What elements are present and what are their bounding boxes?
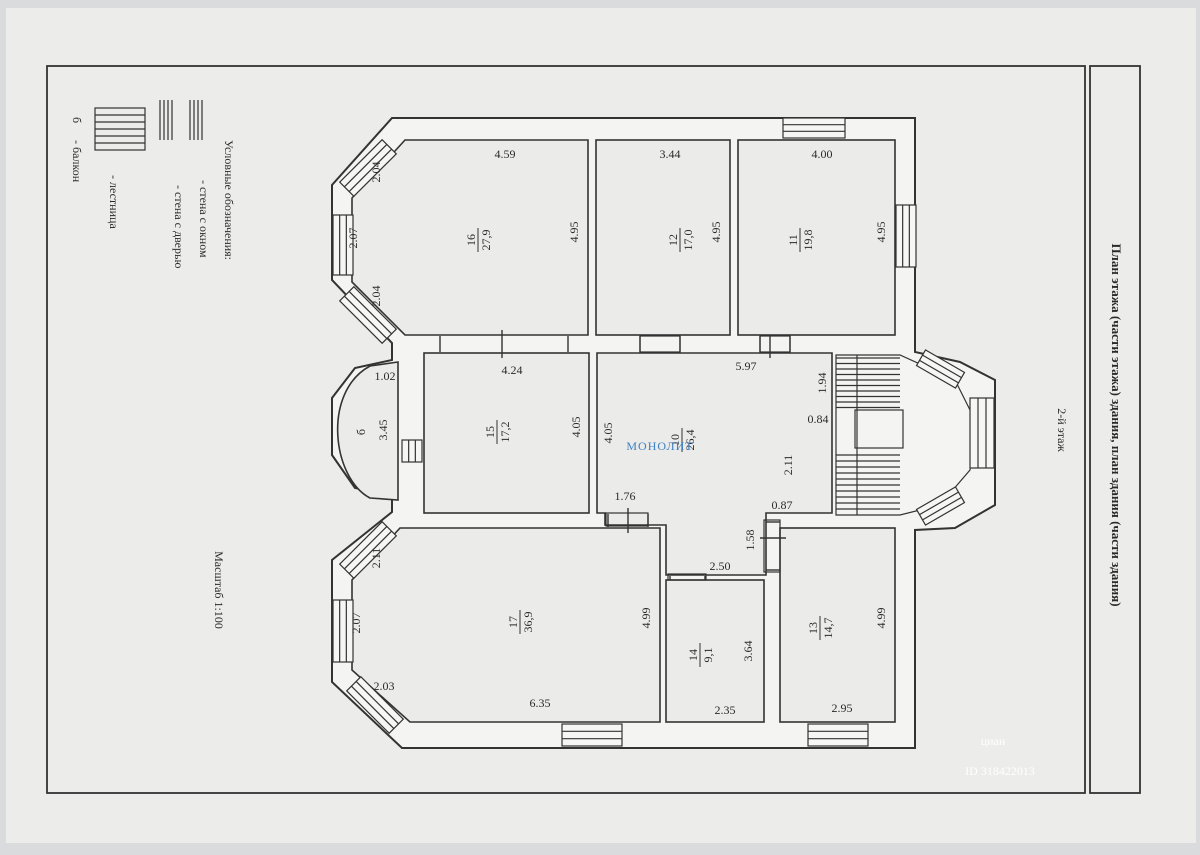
doors xyxy=(439,330,791,581)
window-mark xyxy=(338,520,398,580)
dimension-label: 2.11 xyxy=(781,455,795,476)
room-number: 13 xyxy=(806,622,820,634)
dimension-label: 4.24 xyxy=(502,363,523,377)
room-area: 14,7 xyxy=(821,618,835,639)
room-number: 11 xyxy=(786,234,800,246)
window-mark xyxy=(338,285,398,345)
dimension-label: 6.35 xyxy=(530,696,551,710)
dimension-label: 1.76 xyxy=(615,489,636,503)
dimension-label: 5.97 xyxy=(736,359,757,373)
window-mark xyxy=(915,349,966,389)
dimension-label: 4.05 xyxy=(569,417,583,438)
balcony xyxy=(336,361,399,501)
dimension-label: 2.95 xyxy=(832,701,853,715)
balcony-code: б xyxy=(354,429,368,435)
windows xyxy=(332,117,995,747)
dimension-label: 2.35 xyxy=(715,703,736,717)
dimension-label: 0.84 xyxy=(808,412,829,426)
room-area: 9,1 xyxy=(701,648,715,663)
window-mark xyxy=(782,117,846,139)
watermark-cian: циан xyxy=(981,734,1006,748)
window-mark xyxy=(332,214,354,276)
stair xyxy=(835,354,976,516)
dimension-label: 3.44 xyxy=(660,147,681,161)
window-mark xyxy=(561,723,623,747)
dimension-label: 1.58 xyxy=(743,530,757,551)
dimension-label: 1.94 xyxy=(815,373,829,394)
dimension-label: 1.02 xyxy=(375,369,396,383)
dimension-label: 4.95 xyxy=(874,222,888,243)
legend-door-wall: - стена с дверью xyxy=(172,185,186,268)
room-13 xyxy=(779,527,896,723)
dimension-label: 4.05 xyxy=(601,423,615,444)
legend-balcony: - балкон xyxy=(70,140,84,183)
room-area: 26,4 xyxy=(683,430,697,451)
legend-balcony-code: б xyxy=(70,117,84,123)
dimension-label: 4.99 xyxy=(874,608,888,629)
room-12 xyxy=(595,139,731,336)
floor-label: 2-й этаж xyxy=(1055,408,1069,452)
room-17 xyxy=(351,527,661,723)
watermark-id: ID 318422013 xyxy=(965,764,1035,778)
legend-stair-symbol xyxy=(94,107,146,151)
dimension-label: 2.03 xyxy=(374,679,395,693)
dimension-label: 4.95 xyxy=(567,222,581,243)
door-mark xyxy=(763,519,781,573)
room-number: 15 xyxy=(483,426,497,438)
legend-window-symbol xyxy=(189,100,203,140)
room-15 xyxy=(423,352,590,514)
sheet-title: План этажа (части этажа) здания, план зд… xyxy=(1109,243,1124,606)
window-mark xyxy=(915,486,966,526)
room-11 xyxy=(737,139,896,336)
window-mark xyxy=(969,397,995,469)
room-number: 14 xyxy=(686,649,700,661)
dimension-label: 4.95 xyxy=(709,222,723,243)
legend-heading: Условные обозначения: xyxy=(222,140,236,260)
room-14 xyxy=(665,579,765,723)
dimension-label: 2.11 xyxy=(369,548,383,569)
dimension-label: 2.04 xyxy=(369,162,383,183)
room-area: 27,9 xyxy=(479,230,493,251)
scale-label: Масштаб 1:100 xyxy=(212,551,226,629)
door-mark xyxy=(639,335,681,353)
window-mark xyxy=(401,439,423,463)
window-mark xyxy=(338,138,398,198)
window-mark xyxy=(332,599,354,663)
drawing-frame xyxy=(46,65,1086,794)
room-number: 10 xyxy=(668,434,682,446)
room-area: 17,0 xyxy=(681,230,695,251)
door-mark xyxy=(759,335,791,353)
dimension-label: 3.64 xyxy=(741,641,755,662)
watermark-monolit: МОНОЛИТ xyxy=(626,439,693,453)
room-16 xyxy=(351,139,589,336)
room-number: 12 xyxy=(666,234,680,246)
window-mark xyxy=(895,204,917,268)
dimension-label: 2.50 xyxy=(710,559,731,573)
title-box xyxy=(1089,65,1141,794)
legend-window-wall: - стена с окном xyxy=(197,180,211,258)
window-mark xyxy=(345,675,405,735)
dimension-label: 2.07 xyxy=(349,613,363,634)
dimension-label: 2.07 xyxy=(346,228,360,249)
window-mark xyxy=(807,723,869,747)
room-area: 36,9 xyxy=(521,612,535,633)
dimension-label: 4.99 xyxy=(639,608,653,629)
room-area: 17,2 xyxy=(498,422,512,443)
legend-stair: - лестница xyxy=(107,175,121,229)
dimension-label: 0.87 xyxy=(772,498,793,512)
room-area: 19,8 xyxy=(801,230,815,251)
room-10 xyxy=(596,352,833,576)
door-mark xyxy=(667,573,707,581)
dimension-label: 4.00 xyxy=(812,147,833,161)
door-mark xyxy=(605,512,649,527)
legend-door-symbol xyxy=(159,100,173,140)
room-number: 17 xyxy=(506,616,520,628)
room-number: 16 xyxy=(464,234,478,246)
dimension-label: 2.04 xyxy=(369,286,383,307)
dimension-label: 3.45 xyxy=(376,420,390,441)
dimension-label: 4.59 xyxy=(495,147,516,161)
